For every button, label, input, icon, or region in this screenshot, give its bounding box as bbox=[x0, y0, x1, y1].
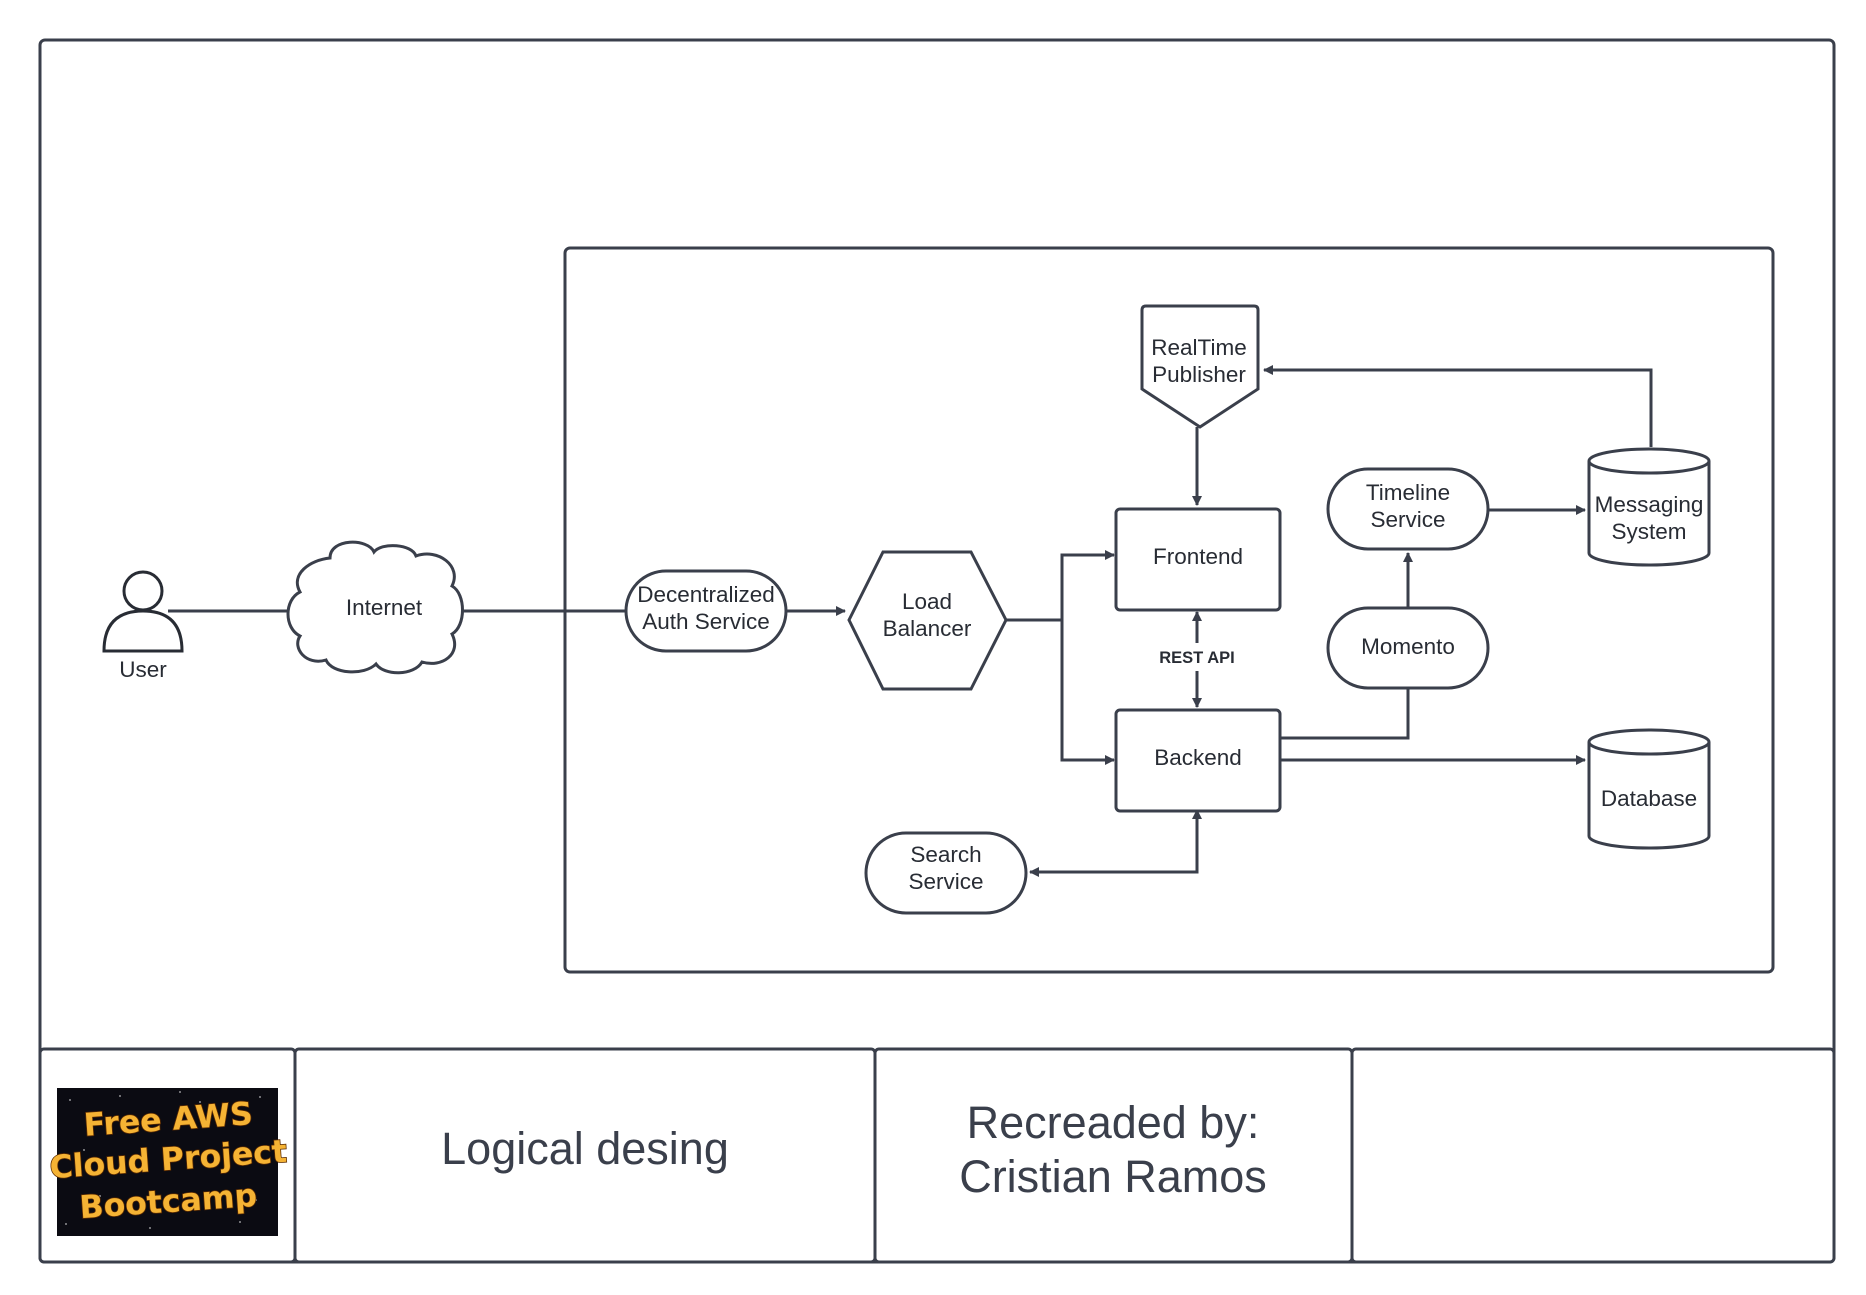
database-icon bbox=[1587, 742, 1711, 850]
auth-service-node: Decentralized Auth Service bbox=[624, 569, 788, 653]
load-balancer-label-1: Load bbox=[902, 589, 952, 614]
auth-service-label-2: Auth Service bbox=[642, 609, 770, 634]
realtime-publisher-label-2: Publisher bbox=[1152, 362, 1246, 387]
database-node: Database bbox=[1587, 728, 1711, 850]
title-block: Free AWS Cloud Project Bootcamp Logical … bbox=[38, 1047, 1836, 1264]
edge-backend-search bbox=[1029, 862, 1199, 877]
realtime-publisher-label-1: RealTime bbox=[1151, 335, 1246, 360]
credit-line-1: Recreaded by: bbox=[967, 1097, 1260, 1148]
edge-loadbalancer-frontend bbox=[1006, 550, 1115, 622]
edge-loadbalancer-backend bbox=[1060, 620, 1115, 765]
edge-backend-momento bbox=[1280, 689, 1410, 740]
cloud-icon bbox=[286, 540, 464, 675]
internet-label: Internet bbox=[346, 595, 423, 620]
hexagon-shape bbox=[847, 550, 1008, 691]
messaging-system-label-1: Messaging bbox=[1595, 492, 1704, 517]
momento-label: Momento bbox=[1361, 634, 1455, 659]
user-icon bbox=[122, 570, 164, 612]
timeline-service-node: Timeline Service bbox=[1326, 467, 1490, 551]
load-balancer-label-2: Balancer bbox=[883, 616, 972, 641]
frontend-node: Frontend bbox=[1114, 507, 1282, 612]
realtime-publisher-node: RealTime Publisher bbox=[1140, 304, 1260, 429]
backend-label: Backend bbox=[1154, 745, 1242, 770]
messaging-system-node: Messaging System bbox=[1587, 447, 1711, 567]
user-node: User bbox=[102, 570, 184, 682]
timeline-service-label-1: Timeline bbox=[1366, 480, 1450, 505]
credit-line-2: Cristian Ramos bbox=[959, 1151, 1267, 1202]
backend-node: Backend bbox=[1114, 708, 1282, 813]
database-label: Database bbox=[1601, 786, 1697, 811]
connectors bbox=[168, 365, 1653, 877]
edge-messaging-publisher bbox=[1263, 365, 1653, 447]
internet-node: Internet bbox=[286, 540, 464, 675]
bootcamp-logo: Free AWS Cloud Project Bootcamp bbox=[48, 1088, 289, 1236]
messaging-system-label-2: System bbox=[1611, 519, 1686, 544]
load-balancer-node: Load Balancer bbox=[847, 550, 1008, 691]
momento-node: Momento bbox=[1326, 606, 1490, 690]
diagram-title: Logical desing bbox=[441, 1123, 729, 1174]
database-icon bbox=[1587, 461, 1711, 567]
user-label: User bbox=[119, 657, 167, 682]
auth-service-label-1: Decentralized bbox=[637, 582, 775, 607]
search-service-node: Search Service bbox=[864, 831, 1028, 915]
search-service-label-1: Search bbox=[910, 842, 981, 867]
rest-api-label-bg bbox=[1148, 644, 1246, 670]
frontend-label: Frontend bbox=[1153, 544, 1243, 569]
timeline-service-label-2: Service bbox=[1370, 507, 1445, 532]
search-service-label-2: Service bbox=[908, 869, 983, 894]
rest-api-label: REST API bbox=[1159, 649, 1234, 667]
title-block-empty-cell bbox=[1350, 1047, 1836, 1264]
